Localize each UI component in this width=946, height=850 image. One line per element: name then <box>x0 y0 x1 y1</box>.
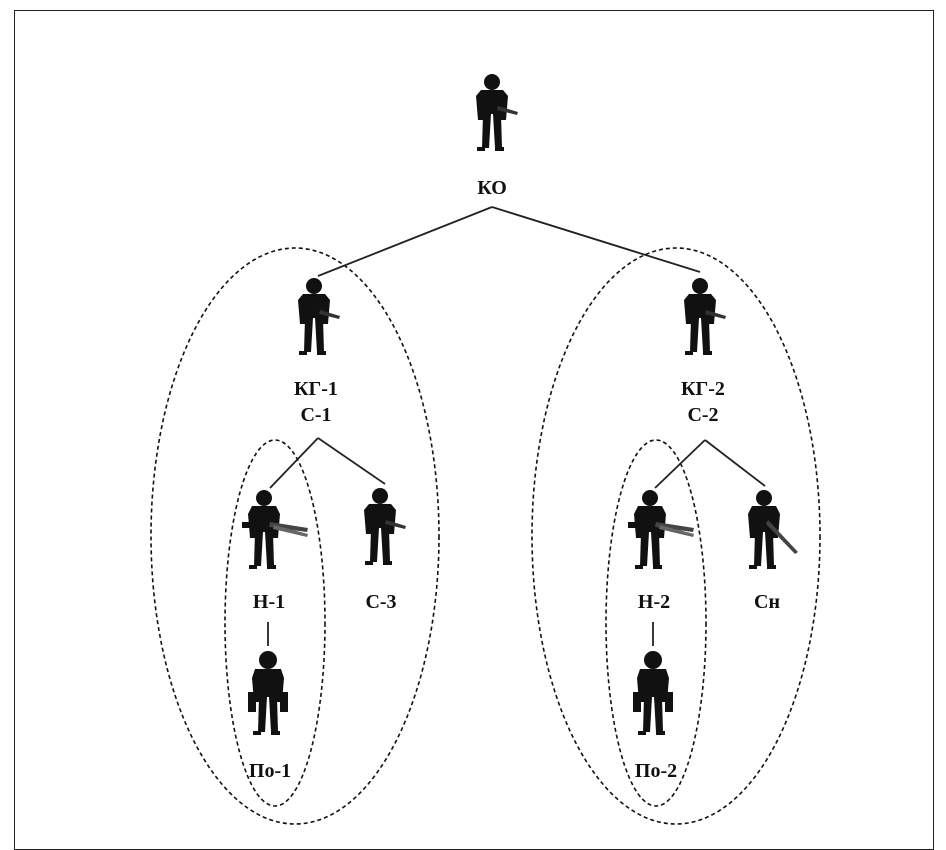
pair-2-ellipse <box>605 439 707 807</box>
kg1-figure-icon <box>298 278 340 355</box>
n2-figure-icon <box>628 490 694 569</box>
n1-label: Н-1 <box>253 591 285 613</box>
edge-kg1-c3 <box>317 437 386 485</box>
sn-label: Сн <box>754 591 780 613</box>
kg2-label-line1: КГ-2 <box>681 378 725 400</box>
kg1-label-line1: КГ-1 <box>294 378 338 400</box>
group-1-ellipse <box>150 247 440 825</box>
ko-figure-icon <box>476 74 518 151</box>
edge-kg2-sn <box>704 439 766 487</box>
edge-ko-kg1 <box>317 206 493 277</box>
po2-figure-icon <box>633 651 673 735</box>
n2-label: Н-2 <box>638 591 670 613</box>
group-2-ellipse <box>531 247 821 825</box>
edge-ko-kg2 <box>491 206 701 273</box>
diagram-frame <box>14 10 934 850</box>
kg2-figure-icon <box>684 278 726 355</box>
c3-figure-icon <box>364 488 406 565</box>
edge-kg2-n2 <box>654 439 706 489</box>
hierarchy-diagram: КО КГ-1 С-1 КГ-2 С-2 Н-1 С-3 Н-2 Сн По-1… <box>150 74 821 825</box>
po1-figure-icon <box>248 651 288 735</box>
n1-figure-icon <box>242 490 308 569</box>
kg2-label-line2: С-2 <box>687 404 718 426</box>
po1-label: По-1 <box>249 760 291 782</box>
kg1-label-line2: С-1 <box>300 404 331 426</box>
c3-label: С-3 <box>365 591 396 613</box>
po2-label: По-2 <box>635 760 677 782</box>
edge-kg1-n1 <box>269 437 319 489</box>
ko-label: КО <box>477 177 507 199</box>
pair-1-ellipse <box>224 439 326 807</box>
sn-figure-icon <box>748 490 798 569</box>
